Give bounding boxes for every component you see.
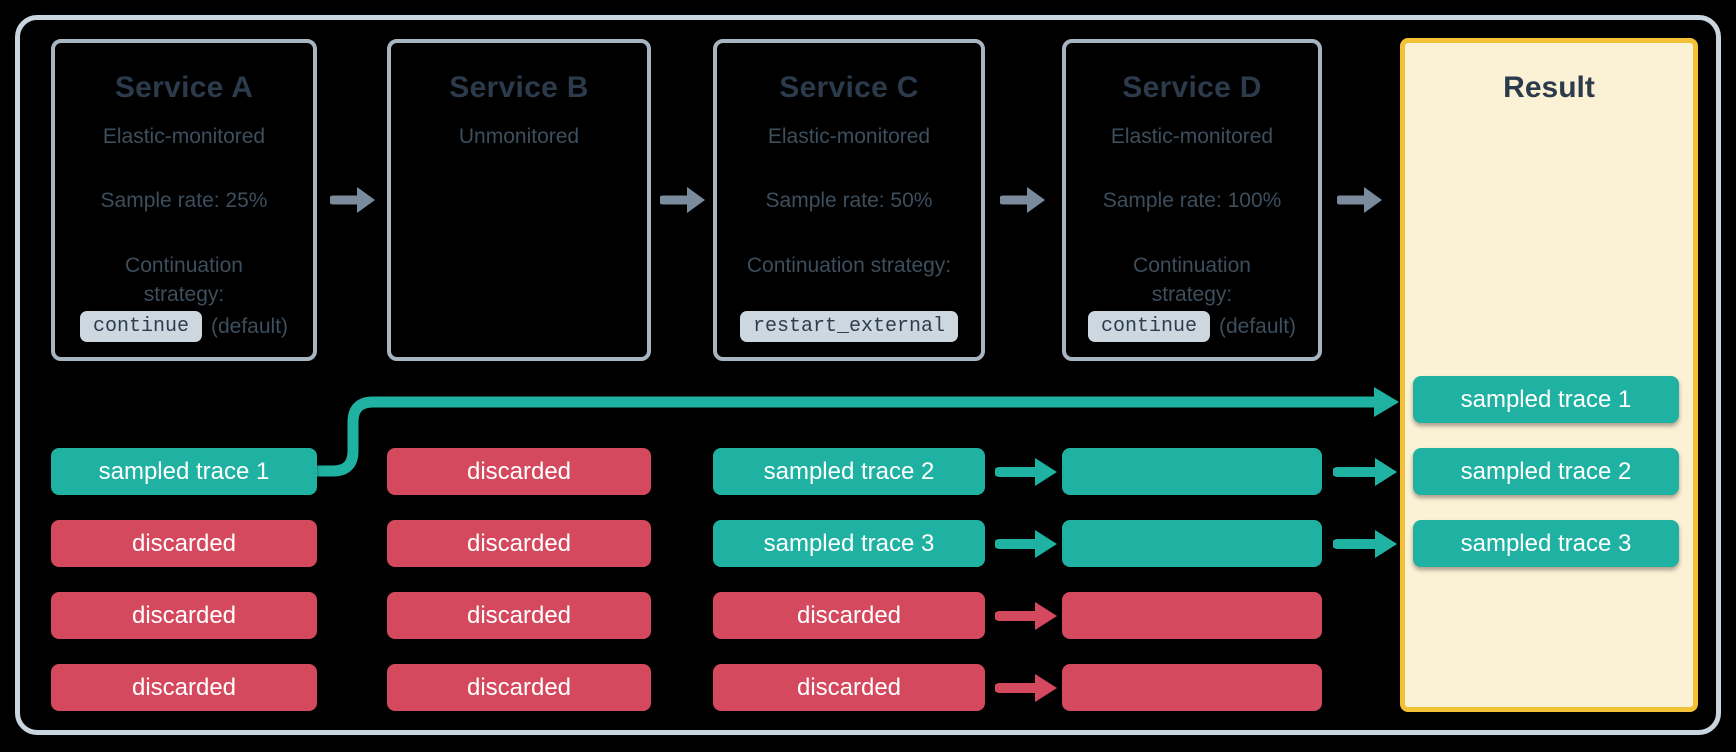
trace-chip: discarded: [51, 664, 317, 711]
service-d-title: Service D: [1122, 71, 1262, 104]
service-b-title: Service B: [449, 71, 589, 104]
arrow-right-icon: [1333, 530, 1397, 558]
arrow-right-icon: [1337, 187, 1382, 213]
service-c-title: Service C: [779, 71, 919, 104]
trace-chip: sampled trace 3: [713, 520, 985, 567]
arrow-right-icon: [995, 674, 1057, 702]
service-c-strategy-label: Continuation strategy:: [746, 254, 952, 277]
trace-chip: [1062, 592, 1322, 639]
result-title: Result: [1503, 71, 1595, 104]
service-a-title: Service A: [114, 71, 254, 104]
trace-chip: [1062, 448, 1322, 495]
service-c-sample-rate: Sample rate: 50%: [765, 189, 933, 212]
service-c-strategy-value: restart_external: [717, 311, 981, 342]
service-a-sample-rate: Sample rate: 25%: [100, 189, 268, 212]
arrow-right-icon: [660, 187, 705, 213]
service-d-strategy-value: continue (default): [1066, 311, 1318, 342]
arrow-right-icon: [995, 602, 1057, 630]
service-a-strategy-code-badge: continue: [79, 311, 202, 342]
service-d-monitoring: Elastic-monitored: [1110, 125, 1274, 148]
service-a-monitoring: Elastic-monitored: [102, 125, 266, 148]
service-d-strategy-suffix: (default): [1218, 314, 1297, 338]
service-c-box: Service C Elastic-monitored Sample rate:…: [713, 39, 985, 361]
trace-chip: discarded: [51, 592, 317, 639]
arrow-right-icon: [1333, 458, 1397, 486]
service-d-strategy-label: Continuation strategy:: [1133, 254, 1251, 306]
service-d-sample-rate: Sample rate: 100%: [1102, 189, 1282, 212]
arrow-right-icon: [330, 187, 375, 213]
service-a-strategy-label: Continuation strategy:: [125, 254, 243, 306]
trace-chip: discarded: [713, 592, 985, 639]
trace-chip: discarded: [387, 592, 651, 639]
service-b-monitoring: Unmonitored: [458, 125, 580, 148]
arrow-right-icon: [995, 530, 1057, 558]
outer-frame: [15, 15, 1721, 735]
trace-chip: [1062, 520, 1322, 567]
arrow-right-icon: [995, 458, 1057, 486]
trace-chip: sampled trace 2: [713, 448, 985, 495]
service-a-strategy-suffix: (default): [210, 314, 289, 338]
service-d-strategy-code-badge: continue: [1087, 311, 1210, 342]
trace-chip: discarded: [387, 448, 651, 495]
trace-chip: [1062, 664, 1322, 711]
service-b-box: Service B Unmonitored: [387, 39, 651, 361]
arrow-right-icon: [1000, 187, 1045, 213]
trace-chip: sampled trace 2: [1413, 448, 1679, 495]
trace-chip: sampled trace 1: [51, 448, 317, 495]
trace-chip: discarded: [387, 520, 651, 567]
service-c-strategy-code-badge: restart_external: [739, 311, 959, 342]
service-a-box: Service A Elastic-monitored Sample rate:…: [51, 39, 317, 361]
trace-chip: discarded: [51, 520, 317, 567]
service-c-monitoring: Elastic-monitored: [767, 125, 931, 148]
result-box: Result: [1400, 38, 1698, 712]
service-d-box: Service D Elastic-monitored Sample rate:…: [1062, 39, 1322, 361]
trace-chip: discarded: [387, 664, 651, 711]
trace-chip: sampled trace 1: [1413, 376, 1679, 423]
trace-chip: discarded: [713, 664, 985, 711]
trace-chip: sampled trace 3: [1413, 520, 1679, 567]
service-a-strategy-value: continue (default): [55, 311, 313, 342]
